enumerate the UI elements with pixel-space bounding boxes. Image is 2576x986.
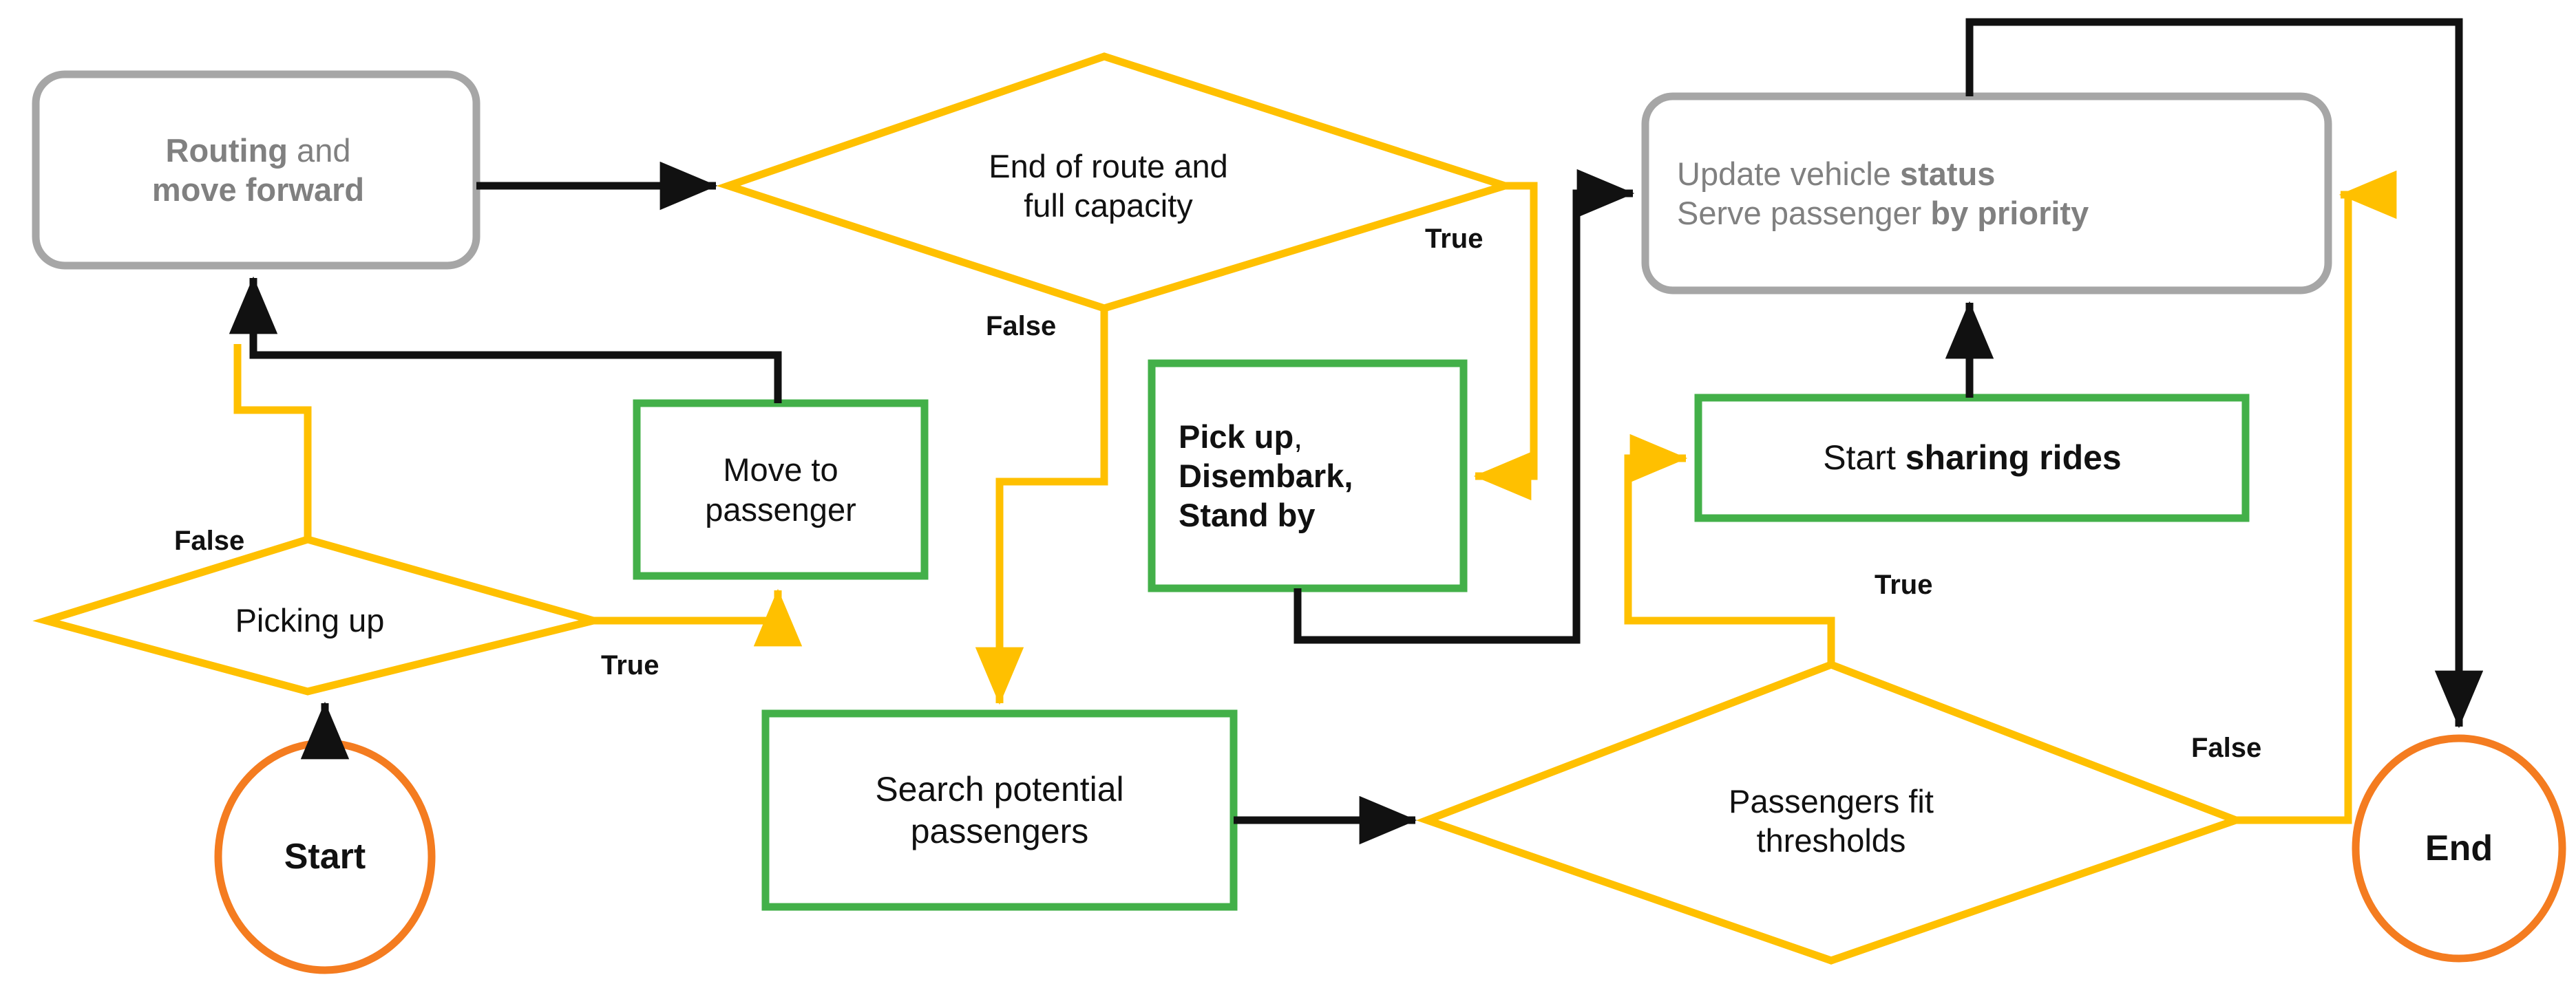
node-search-potential-shape[interactable] bbox=[761, 709, 1238, 911]
edge-pick-up-to-update-vehicle bbox=[1294, 169, 1635, 644]
edge-update-vehicle-to-end bbox=[1965, 18, 2484, 729]
edge-label-end-of-route-false: False bbox=[986, 311, 1057, 341]
edge-label-passengers-fit-true: True bbox=[1875, 570, 1933, 600]
node-routing-shape[interactable] bbox=[32, 70, 481, 270]
edge-label-picking-up-true: True bbox=[601, 650, 659, 680]
edge-picking-up-true-to-move-to-passenger bbox=[593, 588, 803, 647]
edge-passengers-fit-true-to-start-sharing bbox=[1624, 433, 1835, 665]
node-pick-up-shape[interactable] bbox=[1148, 359, 1468, 592]
edge-label-picking-up-false: False bbox=[174, 526, 245, 556]
edge-label-end-of-route-true: True bbox=[1425, 224, 1484, 254]
node-picking-up-shape[interactable] bbox=[32, 535, 609, 696]
edge-label-passengers-fit-false: False bbox=[2191, 733, 2262, 763]
edge-end-of-route-false-to-search bbox=[975, 308, 1108, 705]
edge-picking-up-false-to-routing bbox=[233, 344, 312, 539]
edge-passengers-fit-false-to-update-vehicle bbox=[2236, 170, 2397, 824]
node-end-of-route-shape[interactable] bbox=[716, 52, 1518, 312]
node-passengers-fit-shape[interactable] bbox=[1416, 661, 2248, 965]
node-start-sharing-shape[interactable] bbox=[1694, 394, 2250, 522]
node-end-shape[interactable] bbox=[2352, 734, 2566, 963]
node-move-to-passenger-shape[interactable] bbox=[633, 399, 929, 580]
node-update-vehicle-shape[interactable] bbox=[1641, 92, 2332, 294]
edge-move-to-passenger-to-routing bbox=[229, 276, 782, 403]
node-start-shape[interactable] bbox=[214, 739, 436, 974]
edge-end-of-route-true-to-pick-up bbox=[1473, 182, 1538, 501]
